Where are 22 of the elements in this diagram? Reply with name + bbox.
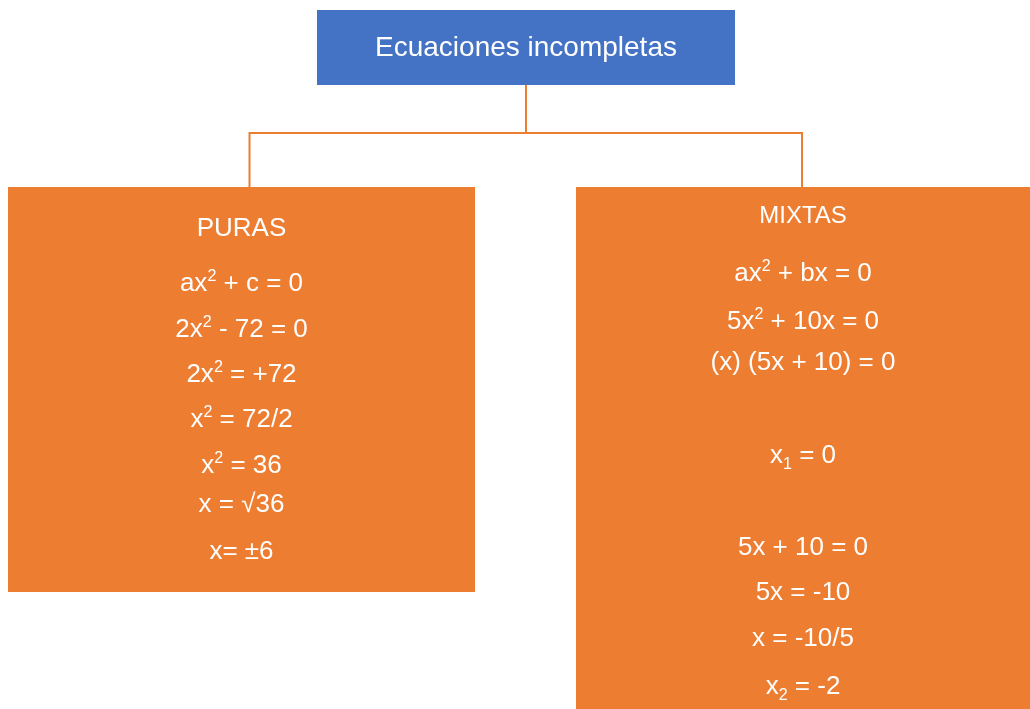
- equation-text: x = √36: [198, 487, 285, 520]
- equation-text: x$^{2}$ = 72/2: [190, 401, 293, 435]
- title-box: [317, 10, 735, 85]
- category-heading: MIXTAS: [759, 200, 847, 230]
- equation-text: 5x + 10 = 0: [737, 530, 869, 563]
- equation-text: 2x$^{2}$ - 72 = 0: [175, 311, 308, 345]
- equation-text: (x) (5x + 10) = 0: [710, 345, 896, 378]
- category-box: [8, 187, 475, 592]
- connector-line: [525, 84, 803, 188]
- equation-text: x= ±6: [209, 534, 274, 567]
- equation-text: ax$^{2}$ + bx = 0: [734, 255, 872, 289]
- equation-text: 2x$^{2}$ = +72: [186, 356, 297, 390]
- equation-text: x$_{2}$ = -2: [765, 669, 841, 706]
- equation-text: ax$^{2}$ + c = 0: [179, 265, 304, 299]
- category-box: [576, 187, 1030, 709]
- equation-text: 5x$^{2}$ + 10x = 0: [726, 303, 880, 337]
- equation-text: x$_{1}$ = 0: [769, 438, 837, 475]
- equation-text: x = -10/5: [752, 621, 854, 654]
- equation-text: 5x = -10: [755, 575, 851, 608]
- title-text: Ecuaciones incompletas: [375, 30, 677, 64]
- equation-text: x$^{2}$ = 36: [201, 447, 282, 481]
- category-heading: PURAS: [196, 211, 287, 244]
